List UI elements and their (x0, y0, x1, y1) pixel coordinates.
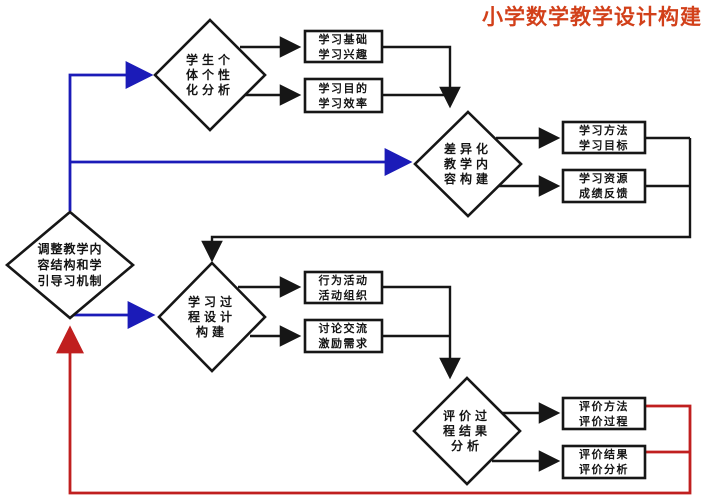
label-student-analysis: 学生个 体个性 化分析 (160, 52, 260, 98)
label-study-purpose-efficiency: 学习目的 学习效率 (305, 79, 382, 112)
label-learning-process-design: 学习过 程设计 构建 (162, 294, 262, 340)
edge-join-d4 (201, 138, 692, 263)
label-line: 调整教学内 (37, 242, 103, 256)
label-line: 学习资源 (579, 172, 629, 185)
label-line: 学习目的 (318, 81, 369, 95)
label-line: 程设计 (187, 309, 236, 324)
label-line: 评价方法 (579, 399, 629, 413)
label-eval-method-process: 评价方法 评价过程 (563, 398, 645, 429)
label-study-basis-interest: 学习基础 学习兴趣 (305, 31, 382, 62)
label-line: 评价分析 (579, 463, 629, 476)
rect-discussion-motivation (303, 318, 384, 354)
label-line: 体个性 (185, 67, 234, 82)
label-line: 学习目标 (579, 138, 629, 152)
label-line: 学习过 (187, 294, 236, 309)
edges-red (56, 325, 692, 495)
rect-behavior-activity (303, 270, 384, 305)
label-line: 容结构和学 (37, 258, 103, 272)
rect-study-resource-feedback (561, 168, 647, 204)
label-line: 学习基础 (318, 32, 369, 46)
label-line: 成绩反馈 (579, 187, 629, 200)
label-line: 激励需求 (318, 337, 369, 350)
label-eval-result-analysis: 评价结果 评价分析 (563, 446, 645, 478)
diamond-differentiated-content (413, 110, 523, 218)
edge-r5-d5 (382, 285, 461, 380)
edges-blue (68, 61, 413, 329)
diamond-learning-process-design (157, 261, 267, 373)
label-adjust-mechanism: 调整教学内 容结构和学 引导习机制 (10, 241, 130, 289)
label-line: 学习效率 (318, 96, 369, 110)
label-study-resource-feedback: 学习资源 成绩反馈 (563, 170, 645, 202)
label-line: 讨论交流 (318, 322, 369, 335)
label-line: 容构建 (443, 171, 492, 186)
label-line: 学习兴趣 (318, 47, 369, 61)
edge-r7-feedback-d3 (56, 325, 692, 495)
label-line: 评价结果 (579, 448, 629, 461)
label-discussion-motivation: 讨论交流 激励需求 (305, 320, 382, 352)
label-differentiated-content: 差异化 教学内 容构建 (418, 141, 518, 187)
label-line: 评价过 (442, 408, 491, 423)
label-line: 学生个 (185, 52, 234, 67)
page-title: 小学数学教学设计构建 (482, 5, 702, 29)
diamond-student-analysis (153, 18, 267, 132)
node-shapes (4, 18, 647, 486)
rect-eval-result-analysis (561, 444, 647, 480)
label-line: 分析 (450, 438, 483, 453)
label-line: 行为活动 (318, 273, 369, 287)
label-line: 教学内 (443, 156, 492, 171)
label-line: 程结果 (442, 423, 491, 438)
rect-study-basis-interest (303, 29, 384, 64)
label-line: 构建 (195, 324, 228, 339)
rect-eval-method-process (561, 396, 647, 431)
edge-d3-d1 (68, 61, 154, 211)
label-line: 引导习机制 (37, 274, 103, 288)
edge-r1-d2 (382, 45, 461, 109)
label-line: 活动组织 (318, 288, 369, 302)
label-behavior-activity: 行为活动 活动组织 (305, 272, 382, 303)
label-line: 评价过程 (579, 414, 629, 428)
diamond-adjust-mechanism (4, 210, 136, 320)
label-line: 学习方法 (579, 123, 629, 137)
label-line: 差异化 (443, 141, 492, 156)
rect-study-method-goal (561, 120, 647, 155)
rect-study-purpose-efficiency (303, 77, 384, 114)
label-line: 化分析 (185, 82, 234, 97)
label-study-method-goal: 学习方法 学习目标 (563, 122, 645, 153)
label-evaluation-analysis: 评价过 程结果 分析 (417, 408, 517, 454)
edges-black (201, 36, 692, 472)
diamond-evaluation-analysis (412, 376, 522, 486)
